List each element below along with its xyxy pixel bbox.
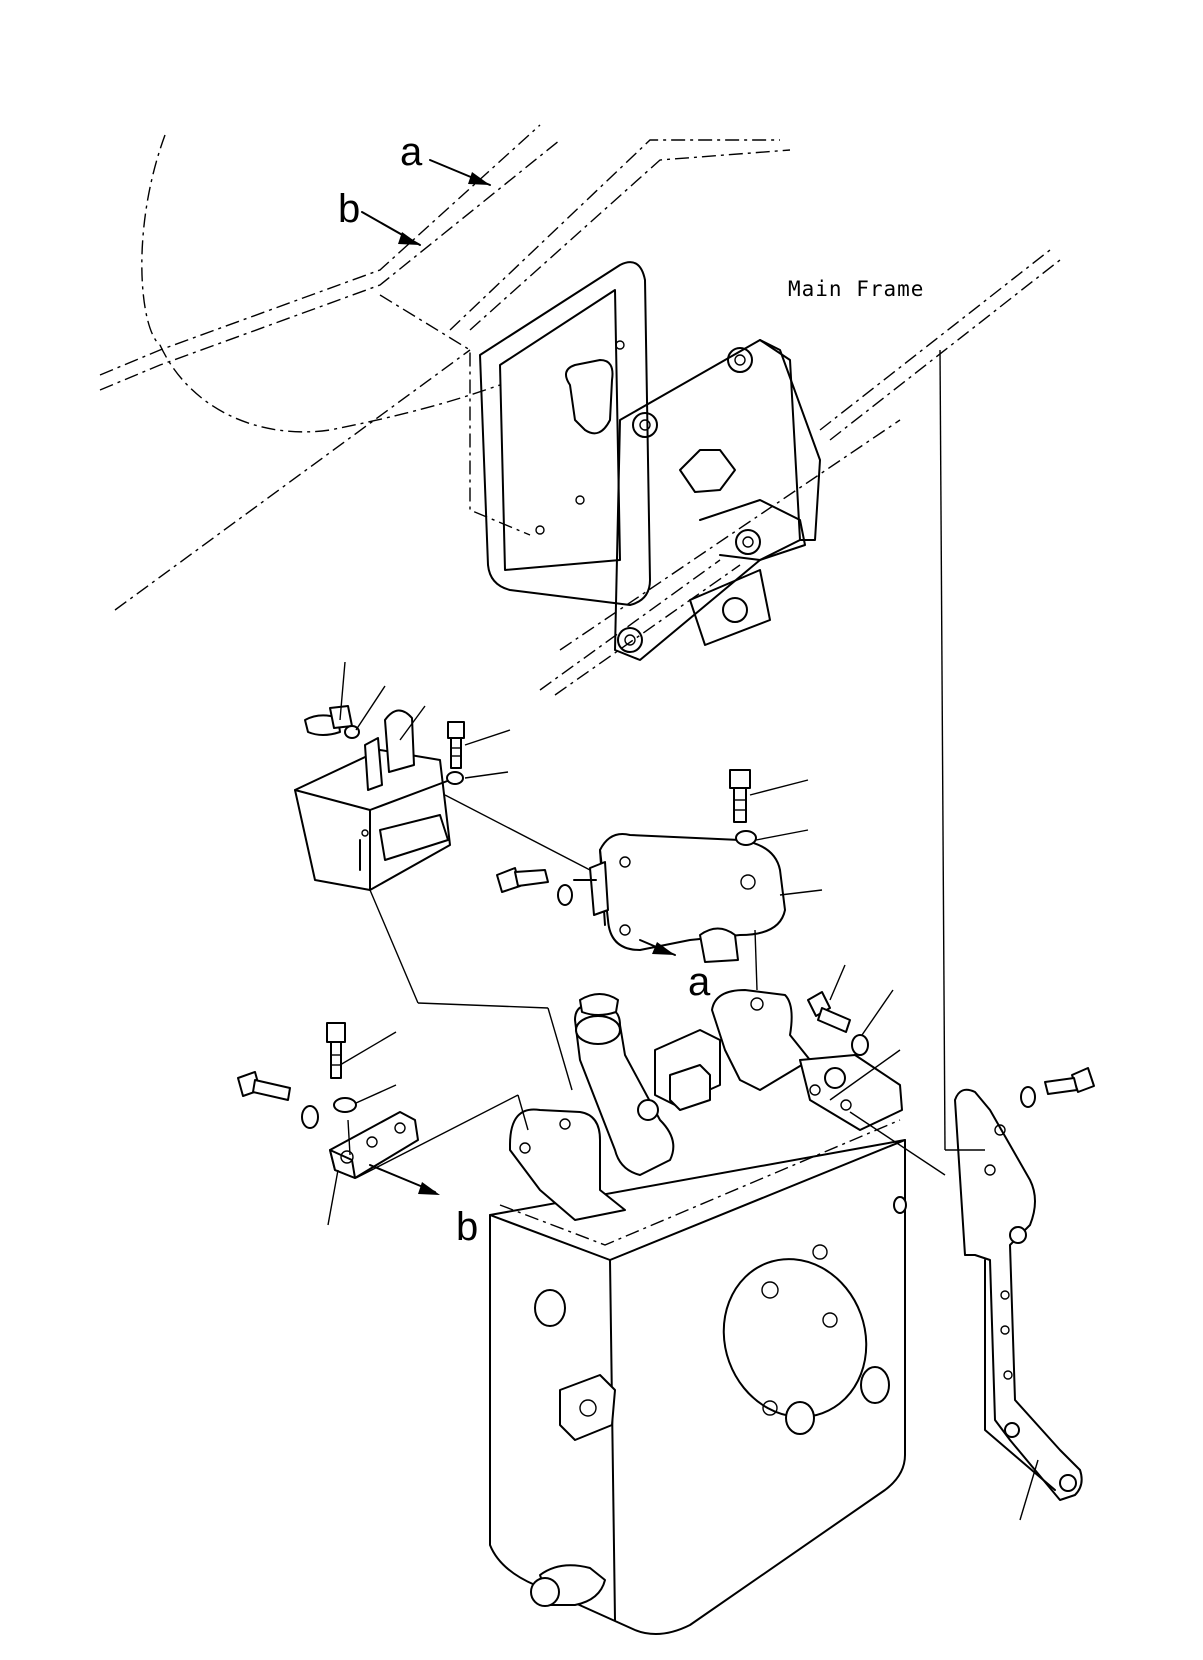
frame-bracket [614,339,821,661]
washer-6 [333,1097,357,1113]
washer-1 [344,725,360,739]
bolt-6 [237,1071,291,1101]
ref-label-a-top: a [400,130,423,174]
filler-neck [574,993,675,1176]
level-gauge [654,1029,721,1111]
tank [489,1119,907,1635]
bolt-1 [447,721,465,769]
washer-4 [557,884,573,906]
cover-clip [364,709,415,791]
main-frame-phantom [99,124,1061,696]
ref-arrow-a-top: a [400,130,491,186]
assembly-lines [347,349,985,1179]
ref-arrow-b-low: b [369,1164,478,1249]
washer-7 [301,1105,319,1129]
tank-top-bracket-left [509,1108,626,1221]
stay-bracket [954,1088,1083,1501]
bolt-3 [496,867,549,893]
bracket-plate [573,833,786,963]
bolt-4 [807,991,851,1033]
small-bracket [329,1111,419,1179]
ref-arrow-b-top: b [338,187,421,246]
ref-label-b-top: b [338,187,360,231]
ref-arrow-a-mid: a [639,939,711,1004]
tank-top-bracket-right [711,989,903,1131]
ref-label-b-low: b [456,1205,478,1249]
main-frame-label: Main Frame [788,277,924,301]
washer-2 [446,771,464,785]
washer-5 [851,1034,869,1056]
leader-lines [327,661,1039,1521]
ref-label-a-mid: a [688,960,711,1004]
bolt-7 [1044,1067,1095,1095]
frame-mount-plate [479,261,651,606]
bolt-2 [729,769,751,823]
bolt-5 [326,1022,346,1079]
washer-3 [735,830,757,846]
washer-8 [1020,1086,1036,1108]
